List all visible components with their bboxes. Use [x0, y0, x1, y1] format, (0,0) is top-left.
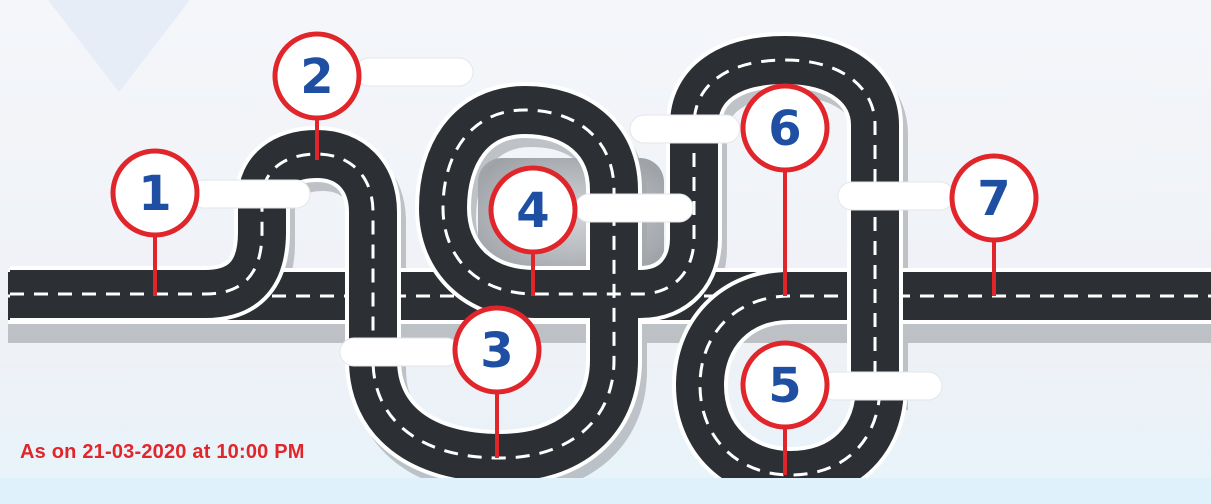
decorative-triangle: [48, 0, 190, 92]
label-tab-7: [838, 182, 954, 210]
label-tab-6: [630, 115, 740, 143]
label-tab-2: [355, 58, 473, 86]
marker-3-number: 3: [480, 323, 513, 379]
label-tab-5: [820, 372, 942, 400]
marker-2: 2: [275, 34, 359, 118]
marker-5: 5: [743, 343, 827, 427]
marker-5-number: 5: [768, 358, 801, 414]
label-tab-1: [190, 180, 310, 208]
marker-4-number: 4: [516, 183, 549, 239]
timestamp-label: As on 21-03-2020 at 10:00 PM: [20, 441, 305, 464]
marker-6-number: 6: [768, 101, 801, 157]
marker-1-number: 1: [138, 166, 171, 222]
label-tab-3: [340, 338, 460, 366]
footer-band: [0, 478, 1211, 504]
marker-6: 6: [743, 86, 827, 170]
marker-7: 7: [952, 156, 1036, 240]
marker-2-number: 2: [300, 49, 333, 105]
marker-7-number: 7: [977, 171, 1010, 227]
marker-4: 4: [491, 168, 575, 252]
label-tab-4: [575, 194, 693, 222]
marker-3: 3: [455, 308, 539, 392]
marker-1: 1: [113, 151, 197, 235]
